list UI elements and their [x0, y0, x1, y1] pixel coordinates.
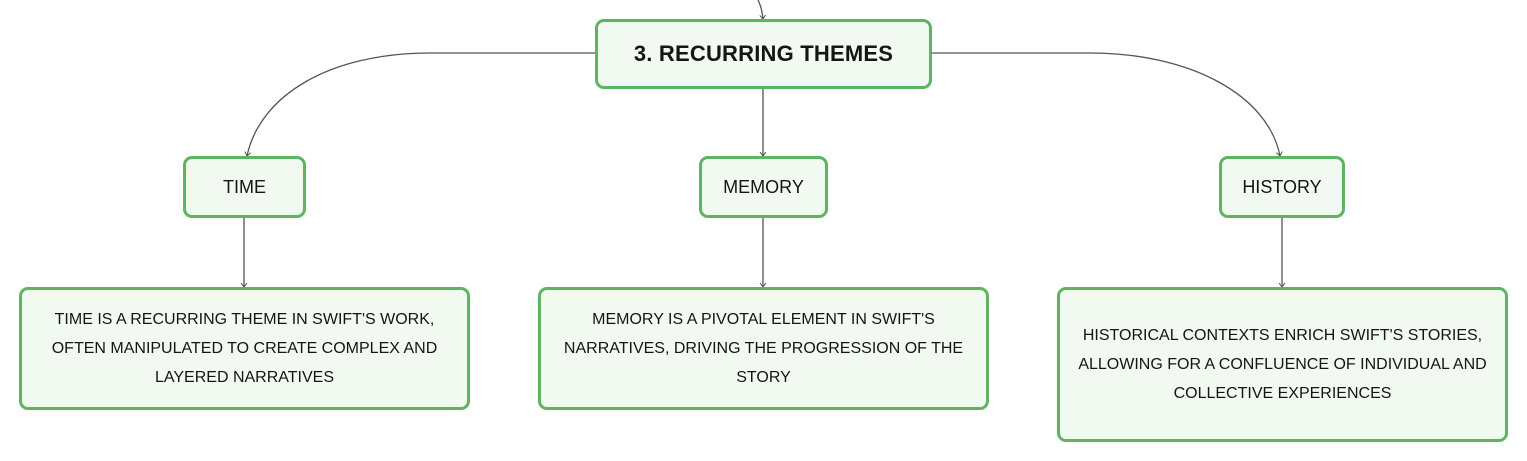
detail-node-text: MEMORY IS A PIVOTAL ELEMENT IN SWIFT'S N…: [563, 311, 964, 386]
edge-root-to-time: [247, 52, 595, 156]
detail-node-time[interactable]: TIME IS A RECURRING THEME IN SWIFT'S WOR…: [19, 287, 470, 410]
edge-parent-to-root: [757, 0, 763, 19]
topic-node-memory[interactable]: MEMORY: [699, 156, 828, 218]
topic-node-label: TIME: [223, 176, 266, 197]
detail-node-text: TIME IS A RECURRING THEME IN SWIFT'S WOR…: [51, 311, 438, 386]
topic-node-label: MEMORY: [723, 176, 804, 197]
edge-root-to-history: [932, 52, 1280, 156]
topic-node-history[interactable]: HISTORY: [1219, 156, 1345, 218]
topic-node-label: HISTORY: [1242, 176, 1322, 197]
detail-node-text: HISTORICAL CONTEXTS ENRICH SWIFT'S STORI…: [1078, 327, 1487, 402]
root-node-label: 3. RECURRING THEMES: [633, 41, 894, 66]
detail-node-history[interactable]: HISTORICAL CONTEXTS ENRICH SWIFT'S STORI…: [1057, 287, 1508, 442]
topic-node-time[interactable]: TIME: [183, 156, 306, 218]
root-node[interactable]: 3. RECURRING THEMES: [595, 19, 932, 89]
detail-node-memory[interactable]: MEMORY IS A PIVOTAL ELEMENT IN SWIFT'S N…: [538, 287, 989, 410]
